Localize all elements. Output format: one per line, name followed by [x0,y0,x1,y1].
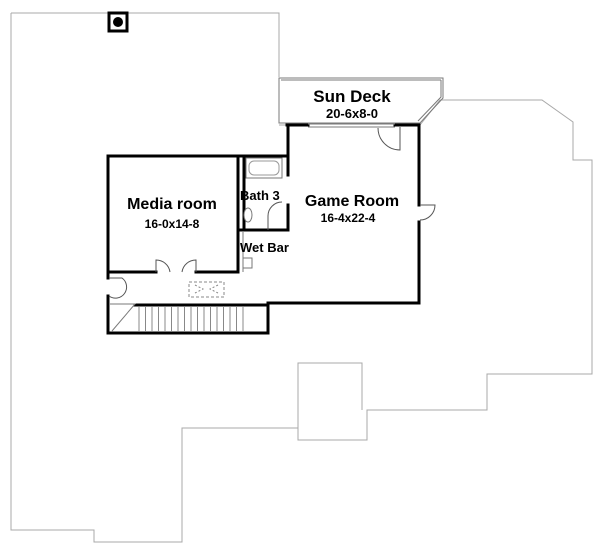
stairs-icon [138,307,244,331]
wet-bar [236,228,253,274]
game-room-walls [266,123,421,305]
door-swing [377,127,401,151]
media-room-walls [106,154,240,274]
attic-access-icon [188,281,225,298]
house-outline [10,12,593,543]
room-name-bath-3: Bath 3 [240,188,280,203]
door-swing [419,204,436,221]
room-name-media-room: Media room [127,196,217,213]
stair-walls [106,270,270,335]
room-dims-game-room: 16-4x22-4 [321,211,376,225]
room-dims-media-room: 16-0x14-8 [145,217,200,231]
sun-deck [278,77,444,124]
room-name-game-room: Game Room [305,193,399,210]
bath-3 [236,154,290,232]
bump-outline [297,362,363,428]
chimney-icon [107,11,129,33]
door-swing [108,277,128,299]
room-name-wet-bar: Wet Bar [240,240,289,255]
room-dims-sun-deck: 20-6x8-0 [326,106,378,121]
double-door [155,259,197,273]
room-name-sun-deck: Sun Deck [313,87,391,106]
